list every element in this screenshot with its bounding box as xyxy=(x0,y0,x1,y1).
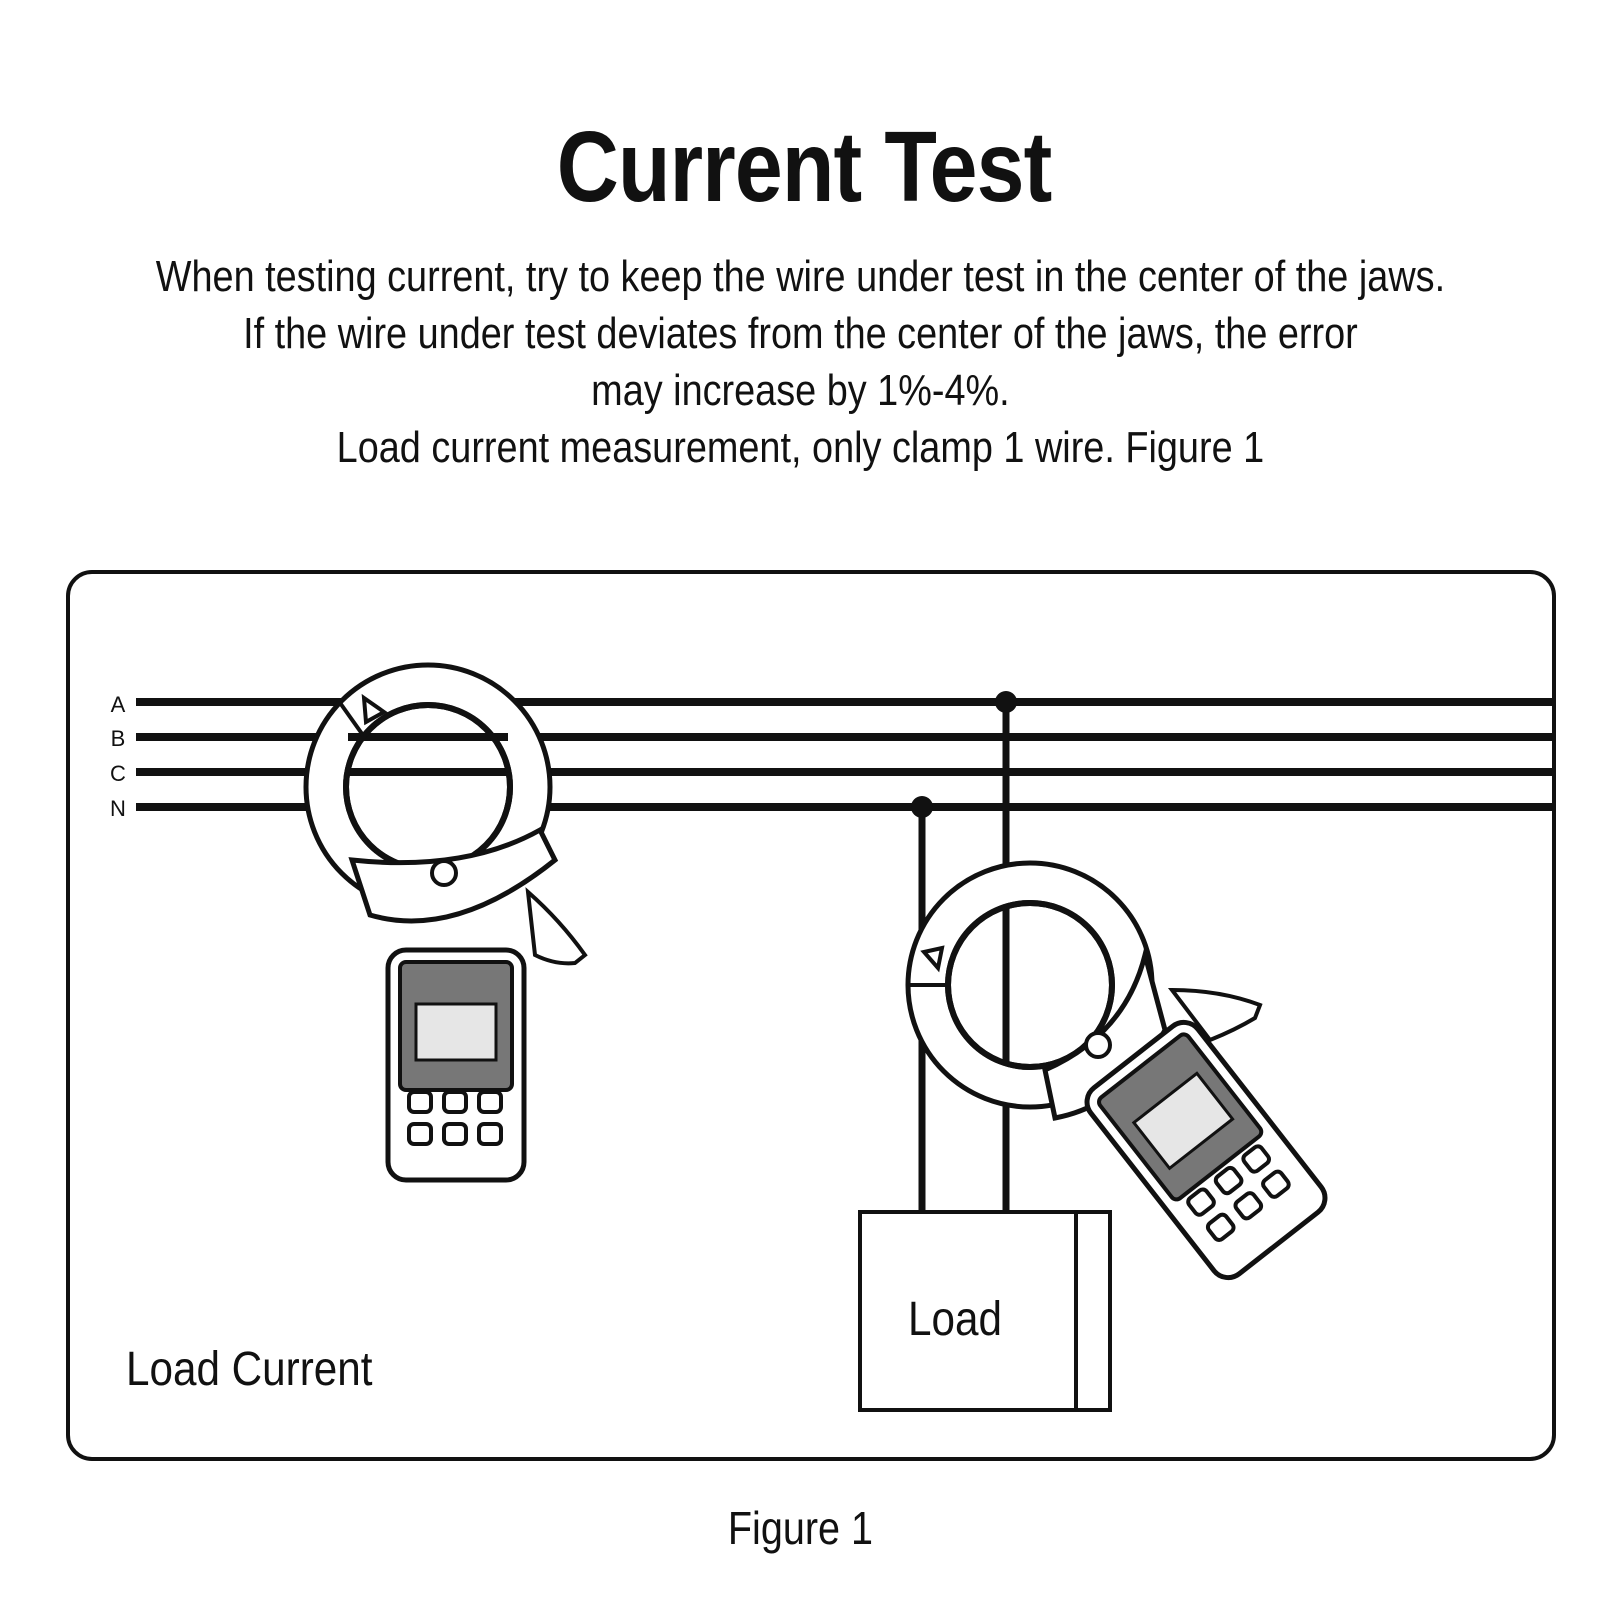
description-line-3: may increase by 1%-4%. xyxy=(591,366,1010,415)
meter-buttons-left xyxy=(407,1090,503,1146)
meter-body-left xyxy=(385,947,527,1183)
description-line-4: Load current measurement, only clamp 1 w… xyxy=(336,423,1265,472)
figure-caption: Figure 1 xyxy=(727,1502,873,1554)
junction-dot-n xyxy=(911,796,933,818)
clamp-meter-left xyxy=(303,662,588,1183)
wire-label-c: C xyxy=(110,761,126,786)
wire-label-n: N xyxy=(110,796,126,821)
clamp-meter-right xyxy=(905,860,1328,1281)
load-label: Load xyxy=(908,1291,1002,1345)
triangle-marker-icon xyxy=(361,693,388,726)
wire-label-a: A xyxy=(111,692,126,717)
meter-screen-left xyxy=(414,1002,498,1062)
page-title: Current Test xyxy=(556,111,1052,223)
load-box xyxy=(858,1210,1112,1412)
wire-label-b: B xyxy=(111,726,126,751)
meter-body-right xyxy=(1084,1019,1328,1281)
triangle-marker-icon xyxy=(920,945,945,973)
diagram-frame xyxy=(66,570,1556,1461)
clamp-jaw-left xyxy=(303,662,588,966)
load-current-label: Load Current xyxy=(126,1341,373,1395)
description-line-2: If the wire under test deviates from the… xyxy=(243,309,1358,358)
description-line-1: When testing current, try to keep the wi… xyxy=(155,252,1446,301)
meter-buttons-right xyxy=(1186,1144,1291,1242)
clamp-jaw-right xyxy=(905,860,1263,1121)
description: When testing current, try to keep the wi… xyxy=(112,248,1489,476)
junction-dot-a xyxy=(995,691,1017,713)
meter-screen-right xyxy=(1131,1071,1235,1171)
